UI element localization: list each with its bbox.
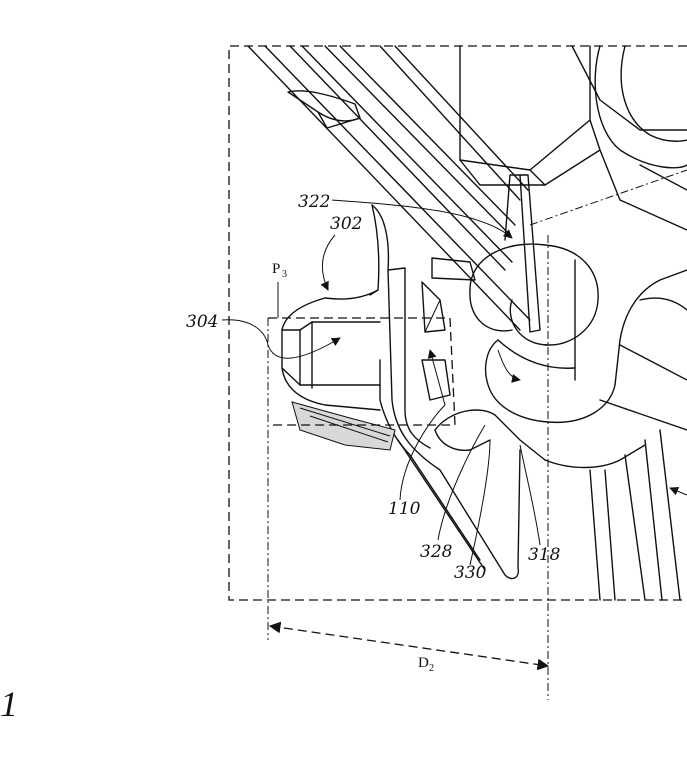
svg-text:P: P (272, 261, 280, 277)
hook-collar (435, 175, 687, 600)
label-304: 304 (186, 312, 218, 332)
clip-tab-304 (282, 290, 395, 450)
bracket-302 (370, 205, 520, 579)
svg-text:D: D (418, 655, 429, 671)
leader-lines (222, 200, 687, 565)
svg-text:3: 3 (282, 269, 287, 280)
label-302: 302 (330, 214, 362, 234)
label-110: 110 (388, 499, 421, 519)
label-322: 322 (298, 192, 330, 212)
figure-number: 1 (0, 684, 18, 724)
label-330: 330 (454, 563, 487, 583)
label-318: 318 (528, 545, 561, 565)
upper-structure (460, 46, 687, 230)
label-p3: P 3 (272, 261, 287, 280)
label-d2: D 2 (418, 655, 434, 674)
svg-text:2: 2 (429, 663, 434, 674)
label-328: 328 (420, 542, 453, 562)
slot-110 (422, 258, 475, 400)
detail-boundary (229, 46, 687, 600)
d2-dimension-line (270, 626, 548, 666)
